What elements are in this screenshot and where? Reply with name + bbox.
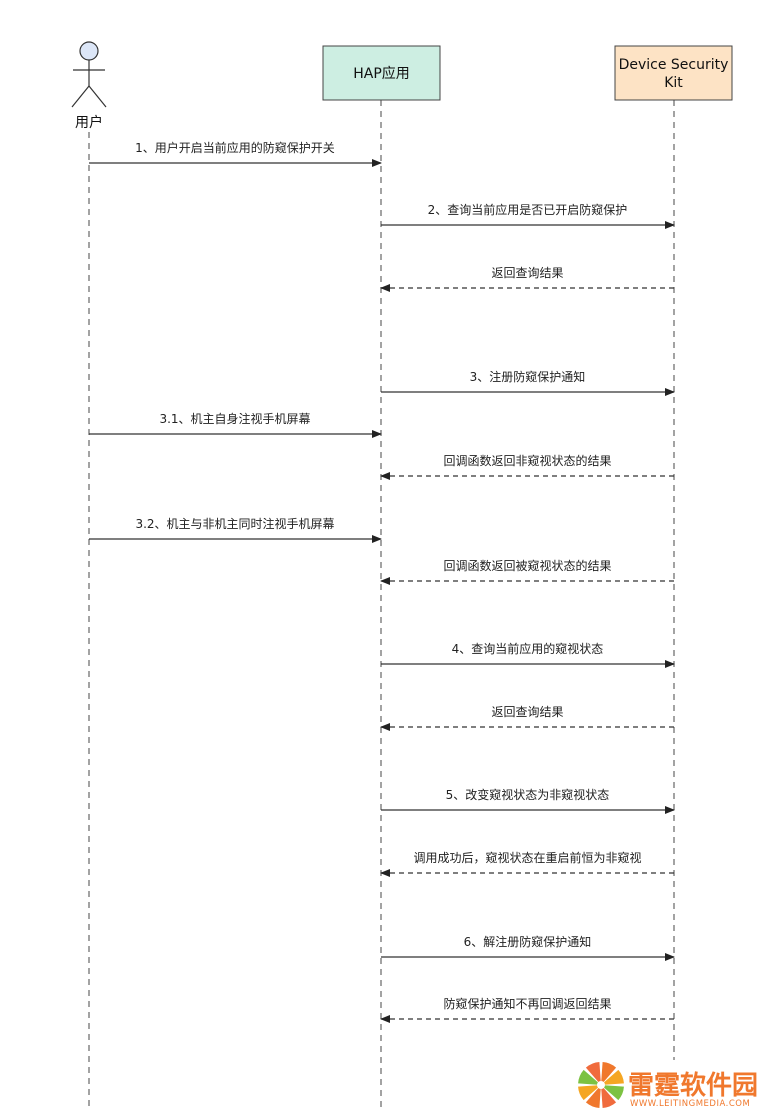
message-label: 防窥保护通知不再回调返回结果 — [443, 996, 611, 1011]
message-label: 5、改变窥视状态为非窥视状态 — [446, 787, 610, 802]
watermark-logo-segment — [601, 1085, 617, 1108]
message-label: 回调函数返回被窥视状态的结果 — [443, 558, 611, 573]
message-label: 回调函数返回非窥视状态的结果 — [443, 453, 611, 468]
participant-device-security-kit-label-line: Device Security — [619, 57, 729, 73]
actor-leg-left — [71, 85, 90, 108]
message-label: 2、查询当前应用是否已开启防窥保护 — [428, 202, 628, 217]
message-label: 4、查询当前应用的窥视状态 — [452, 641, 604, 656]
message-label: 调用成功后，窥视状态在重启前恒为非窥视 — [413, 850, 641, 865]
message-label: 3.1、机主自身注视手机屏幕 — [159, 411, 310, 426]
watermark: 雷霆软件园 WWW.LEITINGMEDIA.COM — [578, 1062, 758, 1109]
watermark-logo-segment — [601, 1062, 617, 1085]
message-label: 返回查询结果 — [491, 705, 563, 719]
watermark-logo-segment — [585, 1085, 601, 1108]
watermark-logo-segment — [578, 1085, 601, 1101]
message-label: 3.2、机主与非机主同时注视手机屏幕 — [135, 516, 334, 531]
participant-user-label: 用户 — [75, 114, 103, 131]
watermark-logo-segment — [585, 1062, 601, 1085]
watermark-logo-segment — [601, 1085, 624, 1101]
message-label: 6、解注册防窥保护通知 — [464, 934, 592, 949]
watermark-title: 雷霆软件园 — [628, 1071, 758, 1101]
message-label: 返回查询结果 — [491, 266, 563, 280]
actor-leg-right — [88, 85, 107, 108]
participant-hap-box — [322, 45, 441, 101]
participant-user: 用户 — [71, 41, 107, 131]
watermark-logo-center — [597, 1081, 605, 1089]
participant-hap: HAP应用 — [322, 45, 441, 101]
watermark-logo-segment — [578, 1069, 601, 1085]
watermark-logo-segment — [601, 1069, 624, 1085]
watermark-logo-icon — [578, 1062, 624, 1108]
participant-hap-label: HAP应用 — [353, 65, 410, 82]
message-label: 1、用户开启当前应用的防窥保护开关 — [135, 140, 335, 155]
participant-device-security-kit-label-line: Kit — [664, 75, 683, 91]
messages: 1、用户开启当前应用的防窥保护开关 2、查询当前应用是否已开启防窥保护返回查询结果… — [89, 140, 675, 1023]
message-label: 3、注册防窥保护通知 — [470, 369, 586, 384]
watermark-url: WWW.LEITINGMEDIA.COM — [630, 1099, 750, 1109]
user-actor-icon — [79, 41, 99, 61]
participant-device-security-kit-box — [614, 45, 733, 101]
